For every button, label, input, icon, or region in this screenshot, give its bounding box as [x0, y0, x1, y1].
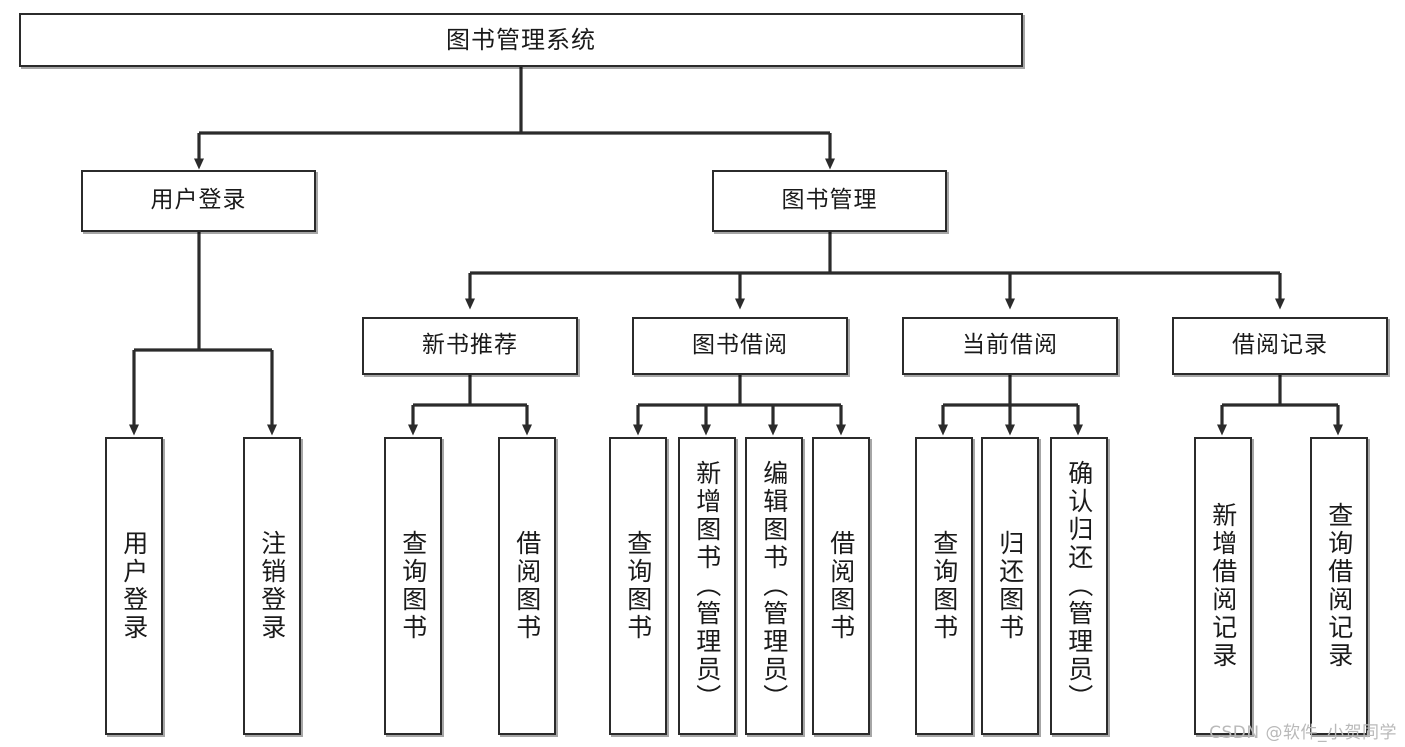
node-leaf-confirm-return[interactable]: 确认归还（管理员）: [1050, 437, 1108, 735]
node-leaf-user-login[interactable]: 用户登录: [105, 437, 163, 735]
node-label: 注销登录: [257, 530, 287, 642]
node-new-book-recommend[interactable]: 新书推荐: [362, 317, 578, 375]
node-label: 新增图书（管理员）: [692, 460, 722, 712]
node-user-login[interactable]: 用户登录: [81, 170, 316, 232]
node-leaf-query-record[interactable]: 查询借阅记录: [1310, 437, 1368, 735]
node-leaf-user-logout[interactable]: 注销登录: [243, 437, 301, 735]
node-label: 用户登录: [150, 187, 247, 214]
node-label: 新书推荐: [422, 332, 518, 359]
node-label: 图书管理系统: [446, 25, 596, 54]
node-label: 查询图书: [398, 530, 428, 642]
node-label: 借阅记录: [1232, 332, 1328, 359]
node-leaf-query-book-1[interactable]: 查询图书: [384, 437, 442, 735]
node-label: 图书借阅: [692, 332, 788, 359]
node-label: 借阅图书: [512, 530, 542, 642]
node-label: 当前借阅: [962, 332, 1058, 359]
node-leaf-add-record[interactable]: 新增借阅记录: [1194, 437, 1252, 735]
node-label: 借阅图书: [826, 530, 856, 642]
node-current-borrow[interactable]: 当前借阅: [902, 317, 1118, 375]
csdn-watermark: CSDN @软件_小贺同学: [1209, 723, 1397, 743]
node-label: 查询借阅记录: [1324, 502, 1354, 670]
node-leaf-query-book-3[interactable]: 查询图书: [915, 437, 973, 735]
node-label: 编辑图书（管理员）: [759, 460, 789, 712]
node-borrow-record[interactable]: 借阅记录: [1172, 317, 1388, 375]
node-root-system[interactable]: 图书管理系统: [19, 13, 1023, 67]
node-leaf-query-book-2[interactable]: 查询图书: [609, 437, 667, 735]
node-book-manage[interactable]: 图书管理: [712, 170, 947, 232]
node-leaf-borrow-book-2[interactable]: 借阅图书: [812, 437, 870, 735]
node-label: 确认归还（管理员）: [1064, 460, 1094, 712]
node-label: 图书管理: [781, 187, 878, 214]
node-label: 归还图书: [995, 530, 1025, 642]
node-leaf-borrow-book-1[interactable]: 借阅图书: [498, 437, 556, 735]
node-leaf-return-book[interactable]: 归还图书: [981, 437, 1039, 735]
node-label: 用户登录: [119, 530, 149, 642]
node-leaf-add-book[interactable]: 新增图书（管理员）: [678, 437, 736, 735]
node-label: 查询图书: [929, 530, 959, 642]
node-label: 新增借阅记录: [1208, 502, 1238, 670]
node-book-borrow[interactable]: 图书借阅: [632, 317, 848, 375]
node-label: 查询图书: [623, 530, 653, 642]
node-leaf-edit-book[interactable]: 编辑图书（管理员）: [745, 437, 803, 735]
